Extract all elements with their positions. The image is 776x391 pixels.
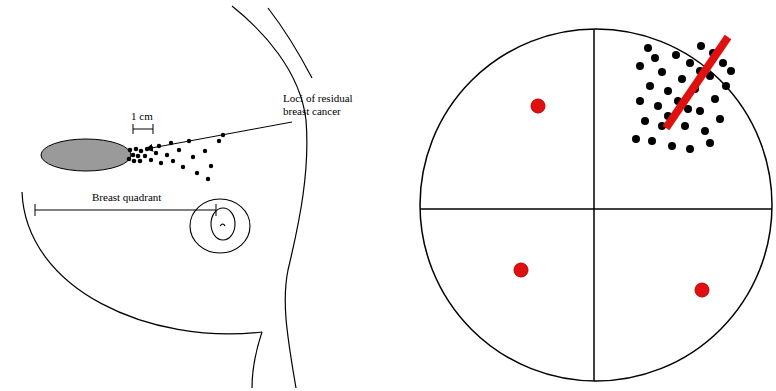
sample-dots (514, 99, 709, 297)
tumor (41, 139, 131, 171)
biopsy-bar (666, 37, 728, 128)
quadrant-dimension (35, 204, 216, 216)
breast-outline (22, 6, 312, 388)
residual-dots (127, 133, 226, 181)
quadrant-circle (420, 29, 772, 381)
nipple-areola (190, 199, 250, 253)
leader-arrow (146, 122, 292, 149)
dimension-bracket (133, 124, 153, 134)
callout-label: Loci of residual breast cancer (283, 92, 367, 118)
dimension-label: 1 cm (131, 110, 153, 123)
dimension-label: Breast quadrant (92, 191, 161, 204)
